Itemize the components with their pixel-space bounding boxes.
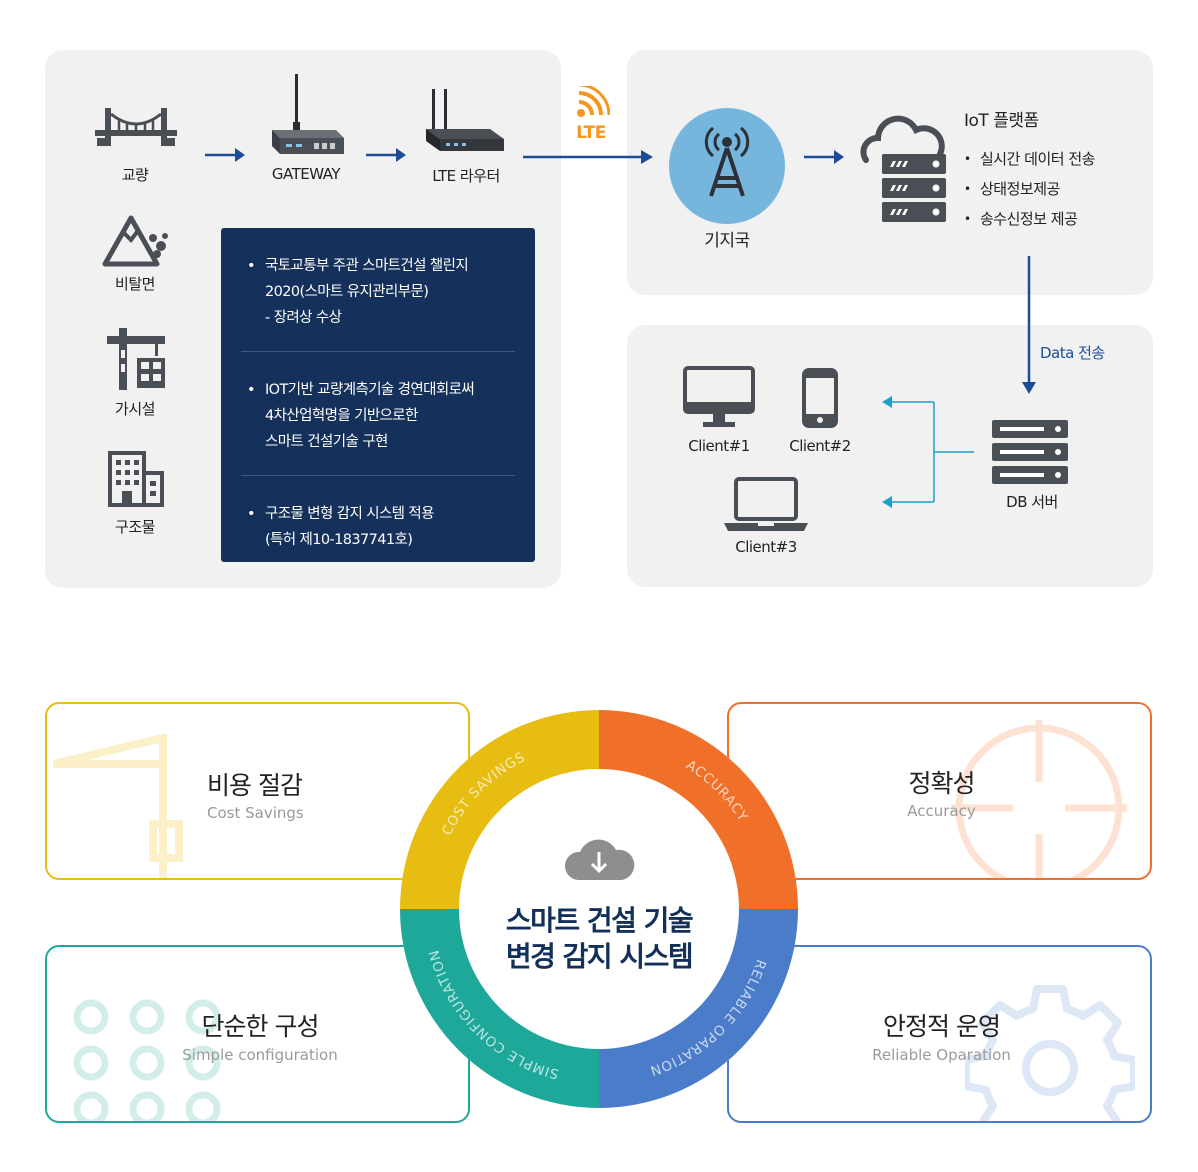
cloud-download-icon [564,839,635,880]
feature-card-accuracy: 정확성 Accuracy [727,702,1152,880]
client-label: Client#2 [789,437,851,455]
feature-subtitle: Cost Savings [207,804,304,822]
award-line: 2020(스마트 유지관리부문) [265,284,429,300]
building-icon [108,451,164,507]
client-label: Client#3 [735,538,797,556]
crosshair-icon [951,720,1127,878]
dot-grid-icon [73,999,221,1121]
arrow-right-icon [804,150,844,164]
award-line: 4차산업혁명을 기반으로한 [265,408,418,424]
arrow-right-icon [523,150,653,164]
cloud-server-icon [860,115,946,222]
lte-router-label: LTE 라우터 [432,167,500,185]
award-item: IOT기반 교량계측기술 경연대회로써 4차산업혁명을 기반으로한 스마트 건설… [241,352,515,476]
feature-title: 비용 절감 [207,771,303,800]
crane-icon [107,328,165,390]
laptop-icon [724,477,808,531]
iot-platform-title: IoT 플랫폼 [964,111,1039,131]
source-label-building: 구조물 [115,518,155,536]
award-line: IOT기반 교량계측기술 경연대회로써 [265,382,475,398]
db-server-label: DB 서버 [1006,493,1058,511]
gateway-label: GATEWAY [271,165,341,183]
source-label-bridge: 교량 [121,166,149,184]
source-label-crane: 가시설 [115,400,155,418]
data-transfer-label: Data 전송 [1040,344,1105,362]
iot-feature-item: 실시간 데이터 전송 [964,146,1095,176]
lte-router-icon [426,89,504,151]
client-label: Client#1 [688,437,750,455]
db-server-icon [992,420,1068,484]
iot-feature-list: 실시간 데이터 전송 상태정보제공 송수신정보 제공 [964,146,1095,236]
wallet-icon [53,734,183,878]
iot-feature-item: 송수신정보 제공 [964,206,1095,236]
slope-icon [102,215,168,267]
base-station-label: 기지국 [704,231,750,251]
award-line: 구조물 변형 감지 시스템 적용 [265,506,435,522]
arrow-right-icon [205,148,245,162]
center-title: 스마트 건설 기술 변경 감지 시스템 [470,903,728,975]
arrow-down-icon [1022,256,1036,394]
award-box: 국토교통부 주관 스마트건설 챌린지 2020(스마트 유지관리부문) - 장려… [221,228,535,562]
center-title-line: 변경 감지 시스템 [505,940,694,973]
bridge-icon [95,108,177,146]
award-line: (특허 제10-1837741호) [265,532,413,548]
award-line: - 장려상 수상 [265,310,342,326]
feature-ring: COST SAVINGS ACCURACY RELIABLE OPARATION… [400,710,798,1108]
feature-card-reliable: 안정적 운영 Reliable Oparation [727,945,1152,1123]
wifi-signal-icon [577,86,610,117]
gateway-icon [272,74,344,154]
award-line: 국토교통부 주관 스마트건설 챌린지 [265,258,469,274]
gear-icon [965,985,1135,1121]
feature-subtitle: Simple configuration [182,1046,338,1064]
center-title-line: 스마트 건설 기술 [505,904,694,937]
iot-feature-item: 상태정보제공 [964,176,1095,206]
source-label-slope: 비탈면 [115,275,155,293]
award-item: 구조물 변형 감지 시스템 적용 (특허 제10-1837741호) [241,476,515,573]
feature-subtitle: Reliable Oparation [872,1046,1011,1064]
cell-tower-icon [669,108,785,224]
feature-card-cost: 비용 절감 Cost Savings [45,702,470,880]
arrow-right-icon [366,148,406,162]
feature-card-simple: 단순한 구성 Simple configuration [45,945,470,1123]
award-item: 국토교통부 주관 스마트건설 챌린지 2020(스마트 유지관리부문) - 장려… [241,228,515,352]
feature-subtitle: Accuracy [907,802,976,820]
desktop-monitor-icon [683,366,755,427]
smartphone-icon [802,368,838,428]
client-arrows [882,396,974,508]
feature-title: 안정적 운영 [883,1012,1001,1041]
lte-label: LTE [576,123,606,143]
award-line: 스마트 건설기술 구현 [265,434,388,450]
feature-title: 단순한 구성 [201,1012,320,1041]
feature-title: 정확성 [908,769,975,798]
